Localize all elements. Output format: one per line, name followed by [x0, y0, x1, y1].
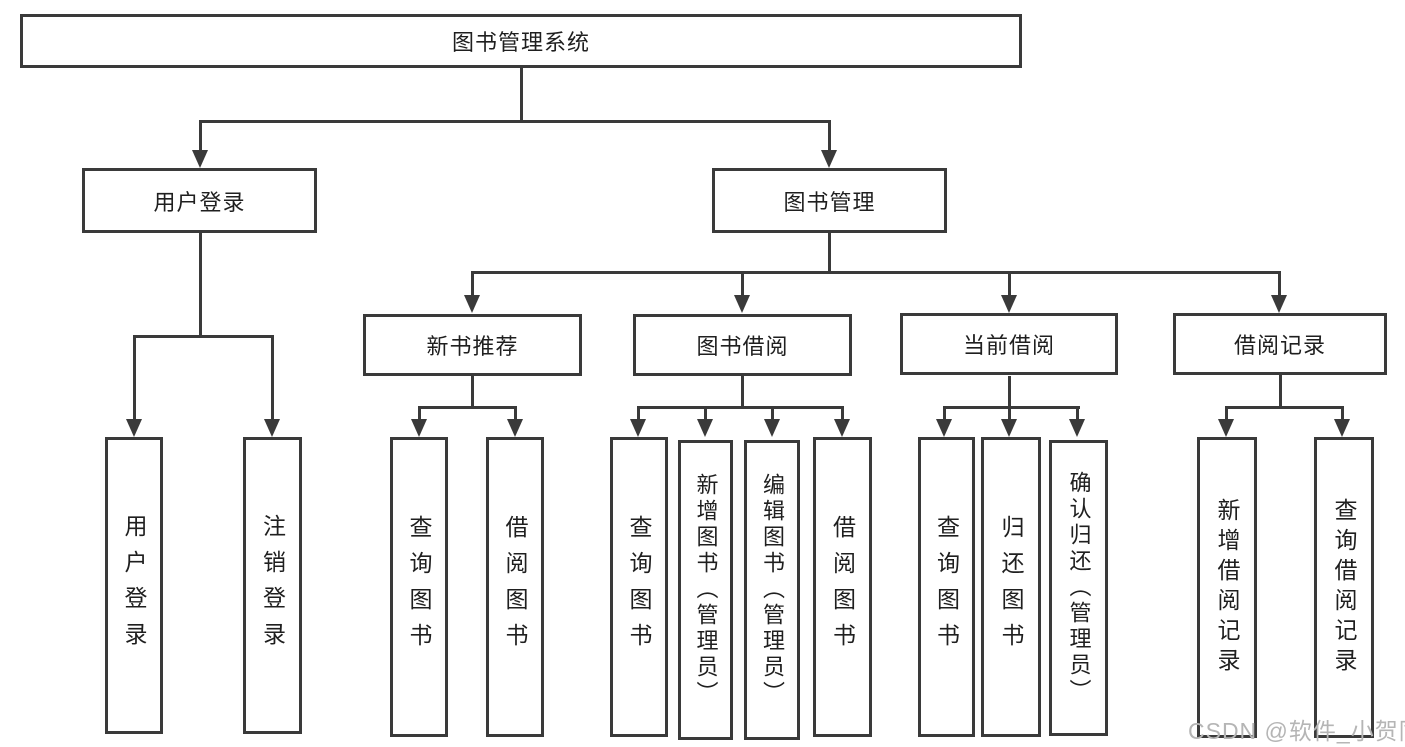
- connector-line: [1225, 406, 1344, 409]
- leaf-logout: 注销登录: [243, 437, 302, 734]
- arrow-down-icon: [1001, 295, 1017, 313]
- leaf-add-borrow-record-label: 新增借阅记录: [1214, 497, 1240, 678]
- leaf-logout-label: 注销登录: [259, 513, 286, 658]
- arrow-down-icon: [936, 419, 952, 437]
- connector-line: [1008, 376, 1011, 408]
- leaf-query-books-3-label: 查询图书: [933, 515, 960, 659]
- connector-line: [741, 376, 744, 408]
- connector-line: [828, 233, 831, 273]
- arrow-down-icon: [764, 419, 780, 437]
- connector-line: [199, 233, 202, 337]
- arrow-down-icon: [507, 419, 523, 437]
- node-user-login-label: 用户登录: [153, 189, 246, 215]
- connector-line: [133, 335, 136, 420]
- node-library-system-label: 图书管理系统: [451, 30, 590, 55]
- connector-line: [418, 406, 517, 409]
- leaf-query-books-2-label: 查询图书: [626, 515, 652, 659]
- arrow-down-icon: [1001, 419, 1017, 437]
- connector-line: [637, 406, 640, 420]
- leaf-add-borrow-record: 新增借阅记录: [1197, 437, 1257, 738]
- leaf-query-borrow-record: 查询借阅记录: [1314, 437, 1374, 738]
- connector-line: [1279, 374, 1282, 408]
- node-current-borrowing: 当前借阅: [900, 313, 1118, 375]
- connector-line: [199, 120, 202, 152]
- connector-line: [1278, 271, 1281, 296]
- leaf-confirm-return-admin-label: 确认归还（管理员）: [1066, 471, 1092, 705]
- arrow-down-icon: [126, 419, 142, 437]
- leaf-borrow-books-2: 借阅图书: [813, 437, 872, 737]
- connector-line: [943, 406, 1080, 409]
- connector-line: [1076, 406, 1079, 420]
- connector-line: [471, 376, 474, 408]
- leaf-return-books-label: 归还图书: [998, 515, 1024, 659]
- connector-line: [1008, 271, 1011, 296]
- arrow-down-icon: [697, 419, 713, 437]
- connector-line: [828, 120, 831, 152]
- leaf-query-books-1-label: 查询图书: [406, 515, 432, 659]
- node-borrowing-records-label: 借阅记录: [1233, 333, 1326, 358]
- leaf-query-books-1: 查询图书: [390, 437, 448, 737]
- leaf-add-books-admin-label: 新增图书（管理员）: [693, 473, 719, 707]
- arrow-down-icon: [834, 419, 850, 437]
- leaf-user-login-label: 用户登录: [121, 513, 147, 658]
- connector-line: [520, 68, 523, 122]
- connector-line: [704, 406, 707, 420]
- node-user-login: 用户登录: [82, 168, 317, 233]
- connector-line: [637, 406, 844, 409]
- connector-line: [514, 406, 517, 420]
- arrow-down-icon: [821, 150, 837, 168]
- connector-line: [741, 271, 744, 296]
- connector-line: [1008, 406, 1011, 420]
- connector-line: [471, 271, 474, 296]
- node-current-borrowing-label: 当前借阅: [962, 333, 1055, 358]
- connector-line: [841, 406, 844, 420]
- leaf-edit-books-admin-label: 编辑图书（管理员）: [760, 473, 785, 707]
- connector-line: [271, 335, 274, 420]
- connector-line: [1225, 406, 1228, 420]
- leaf-query-books-2: 查询图书: [610, 437, 668, 737]
- connector-line: [133, 335, 274, 338]
- leaf-query-borrow-record-label: 查询借阅记录: [1331, 497, 1357, 678]
- arrow-down-icon: [1218, 419, 1234, 437]
- node-borrowing-records: 借阅记录: [1173, 313, 1387, 375]
- arrow-down-icon: [464, 295, 480, 313]
- leaf-borrow-books-2-label: 借阅图书: [829, 515, 856, 659]
- leaf-borrow-books-1: 借阅图书: [486, 437, 544, 737]
- connector-line: [943, 406, 946, 420]
- node-book-management: 图书管理: [712, 168, 947, 233]
- connector-line: [418, 406, 421, 420]
- connector-line: [771, 406, 774, 420]
- arrow-down-icon: [411, 419, 427, 437]
- node-new-book-recommend-label: 新书推荐: [426, 334, 519, 359]
- connector-line: [1341, 406, 1344, 420]
- arrow-down-icon: [1271, 295, 1287, 313]
- leaf-user-login: 用户登录: [105, 437, 163, 734]
- arrow-down-icon: [734, 295, 750, 313]
- node-book-borrowing-label: 图书借阅: [696, 334, 789, 359]
- leaf-add-books-admin: 新增图书（管理员）: [678, 440, 733, 740]
- leaf-query-books-3: 查询图书: [918, 437, 975, 737]
- arrow-down-icon: [630, 419, 646, 437]
- connector-line: [471, 271, 1281, 274]
- arrow-down-icon: [1069, 419, 1085, 437]
- arrow-down-icon: [264, 419, 280, 437]
- node-book-borrowing: 图书借阅: [633, 314, 852, 376]
- arrow-down-icon: [192, 150, 208, 168]
- leaf-return-books: 归还图书: [981, 437, 1041, 737]
- csdn-watermark: CSDN @软件_小贺同学: [1188, 718, 1405, 744]
- node-book-management-label: 图书管理: [783, 189, 876, 215]
- node-new-book-recommend: 新书推荐: [363, 314, 582, 376]
- leaf-borrow-books-1-label: 借阅图书: [502, 515, 528, 659]
- leaf-edit-books-admin: 编辑图书（管理员）: [744, 440, 800, 740]
- connector-line: [199, 120, 831, 123]
- leaf-confirm-return-admin: 确认归还（管理员）: [1049, 440, 1108, 736]
- arrow-down-icon: [1334, 419, 1350, 437]
- node-library-system: 图书管理系统: [20, 14, 1022, 68]
